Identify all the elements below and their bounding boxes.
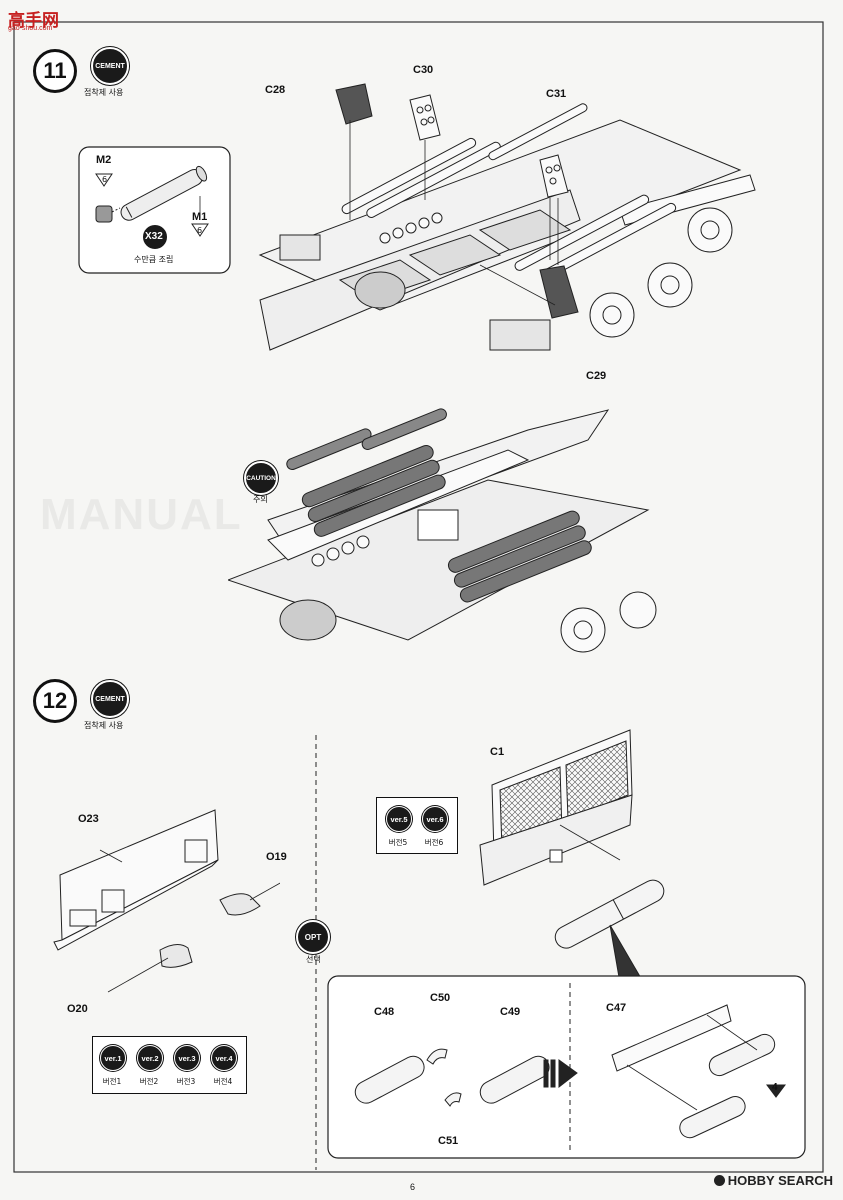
ver-1-badge: ver.1 <box>100 1045 126 1071</box>
cement-caption-12: 접착제 사용 <box>84 721 124 730</box>
part-label-c47: C47 <box>606 1002 627 1014</box>
watermark-logo-sub: gao-shou.com <box>8 25 53 32</box>
c1-panel-diagram <box>479 729 665 984</box>
step-11-number: 11 <box>33 49 77 93</box>
ver-2-caption: 버전2 <box>139 1077 159 1086</box>
step-11-result-diagram <box>228 408 657 653</box>
page-number: 6 <box>410 1182 416 1192</box>
ver-6-caption: 버전6 <box>424 838 444 847</box>
part-label-c31: C31 <box>546 88 567 100</box>
ver-6-badge: ver.6 <box>422 806 448 832</box>
cement-badge: CEMENT <box>91 47 129 85</box>
ver-4-badge: ver.4 <box>211 1045 237 1071</box>
opt-caption: 선택 <box>306 955 321 964</box>
ver-1-caption: 버전1 <box>102 1077 122 1086</box>
cement-caption: 접착제 사용 <box>84 88 124 97</box>
part-label-m2: M2 <box>96 154 112 166</box>
caution-badge: CAUTION <box>244 461 278 495</box>
part-label-c30: C30 <box>413 64 434 76</box>
ver-5-caption: 버전5 <box>388 838 408 847</box>
o23-assembly-diagram <box>53 809 280 993</box>
step-12-number: 12 <box>33 679 77 723</box>
hobby-search-text: HOBBY SEARCH <box>727 1173 833 1188</box>
subassembly-inset <box>78 146 231 274</box>
part-label-c1: C1 <box>490 746 505 758</box>
ver-2-badge: ver.2 <box>137 1045 163 1071</box>
watermark-logo: 高手网 <box>8 11 59 31</box>
quantity-4-label: 4 <box>772 1082 778 1093</box>
part-label-c28: C28 <box>265 84 286 96</box>
muffler-detail-box <box>327 975 806 1159</box>
part-label-o23: O23 <box>78 813 99 825</box>
part-label-o20: O20 <box>67 1003 88 1015</box>
m2-qty: 6 <box>102 175 108 184</box>
opt-badge: OPT <box>296 920 330 954</box>
part-label-o19: O19 <box>266 851 287 863</box>
part-label-c49: C49 <box>500 1006 521 1018</box>
part-label-c48: C48 <box>374 1006 395 1018</box>
ver-4-caption: 버전4 <box>213 1077 233 1086</box>
caution-caption: 주의 <box>253 495 268 504</box>
faint-background-text: MANUAL <box>40 490 243 539</box>
x32-caption: 수만큼 조립 <box>134 255 174 264</box>
part-label-c50: C50 <box>430 992 451 1004</box>
step-11-exploded-diagram <box>258 83 756 351</box>
m1-qty: 6 <box>197 226 203 235</box>
hobby-search-logo-icon <box>713 1175 725 1186</box>
part-label-c29: C29 <box>586 370 607 382</box>
part-label-c51: C51 <box>438 1135 459 1147</box>
cement-badge-12: CEMENT <box>91 680 129 718</box>
ver-3-badge: ver.3 <box>174 1045 200 1071</box>
x32-badge: X32 <box>145 231 163 242</box>
ver-5-badge: ver.5 <box>386 806 412 832</box>
ver-3-caption: 버전3 <box>176 1077 196 1086</box>
hobby-search-watermark: HOBBY SEARCH <box>713 1173 833 1188</box>
part-label-m1: M1 <box>192 211 208 223</box>
